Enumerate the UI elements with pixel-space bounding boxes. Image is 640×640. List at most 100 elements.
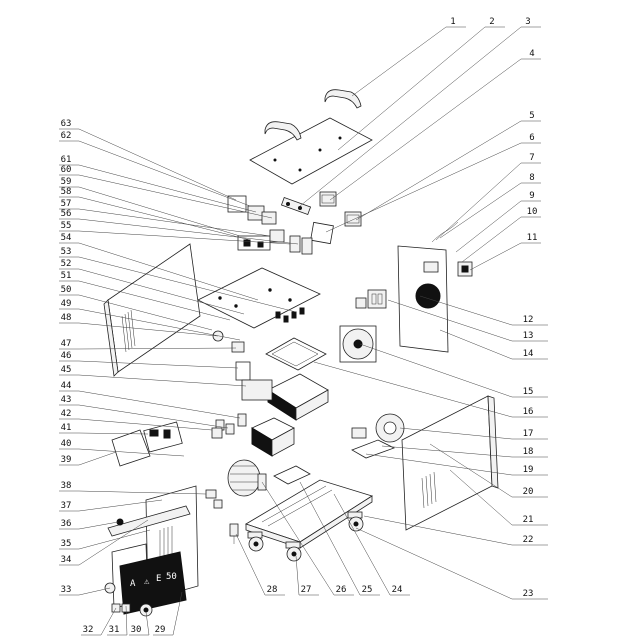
callout-53: 53 <box>59 247 297 313</box>
part-number-label: 34 <box>61 555 72 565</box>
leader-line <box>365 453 513 476</box>
leader-line <box>261 481 335 596</box>
callout-20: 20 <box>429 443 548 498</box>
main-control-board <box>197 267 321 329</box>
cooling-fan <box>339 325 377 363</box>
callout-28: 28 <box>235 533 285 596</box>
leader-line <box>78 404 229 429</box>
part-number-label: 31 <box>109 625 120 635</box>
transformer-small <box>319 191 337 207</box>
part-number-label: 12 <box>523 315 534 325</box>
part-number-label: 38 <box>61 481 72 491</box>
leader-line <box>439 329 513 360</box>
callout-60: 60 <box>59 165 273 219</box>
rectifier-bracket <box>280 196 312 216</box>
callout-2: 2 <box>337 17 505 151</box>
part-number-label: 56 <box>61 209 72 219</box>
leader-line <box>78 308 241 341</box>
callout-36: 36 <box>59 519 119 530</box>
leader-line <box>299 481 361 596</box>
part-number-label: 35 <box>61 539 72 549</box>
part-number-label: 49 <box>61 299 72 309</box>
callout-62: 62 <box>59 131 251 207</box>
callout-46: 46 <box>59 351 239 369</box>
part-number-label: 25 <box>362 585 373 595</box>
heatsink-upper <box>267 373 329 421</box>
part-number-label: 8 <box>529 173 534 183</box>
leader-line <box>78 490 207 495</box>
callout-10: 10 <box>461 207 541 263</box>
callout-25: 25 <box>299 481 380 596</box>
leader-line <box>78 519 149 566</box>
leader-line <box>172 591 183 636</box>
part-number-label: 60 <box>61 165 72 175</box>
rear-panel <box>397 245 449 353</box>
callout-47: 47 <box>59 339 237 350</box>
callout-59: 59 <box>59 177 241 237</box>
front-potentiometer <box>205 489 223 509</box>
callout-4: 4 <box>329 49 541 201</box>
callout-19: 19 <box>365 453 548 476</box>
leader-line <box>78 294 213 331</box>
callout-39: 39 <box>59 451 117 466</box>
part-number-label: 18 <box>523 447 534 457</box>
part-number-label: 63 <box>61 119 72 129</box>
main-transformer <box>227 459 267 497</box>
svg-text:⚠: ⚠ <box>144 577 150 587</box>
part-number-label: 27 <box>301 585 312 595</box>
leader-line <box>235 533 266 596</box>
leader-line <box>363 515 513 546</box>
part-number-label: 5 <box>529 111 534 121</box>
part-number-label: 11 <box>527 233 538 243</box>
part-number-label: 55 <box>61 221 72 231</box>
callout-38: 38 <box>59 481 207 495</box>
leader-line <box>78 218 299 245</box>
callout-61: 61 <box>59 155 257 213</box>
caster-wheel-front-left <box>247 531 264 552</box>
leader-line <box>337 26 486 151</box>
handle-rear <box>324 89 362 109</box>
leader-line <box>295 555 300 596</box>
leader-line <box>435 162 522 241</box>
right-vent-slots <box>421 471 437 509</box>
part-number-label: 39 <box>61 455 72 465</box>
current-transformer <box>351 413 405 443</box>
leader-line <box>78 418 213 431</box>
part-number-label: 21 <box>523 515 534 525</box>
callout-31: 31 <box>107 605 128 636</box>
mid-small-parts <box>211 330 273 439</box>
callout-37: 37 <box>59 499 163 512</box>
callout-42: 42 <box>59 409 213 431</box>
leader-line <box>78 432 149 435</box>
callout-23: 23 <box>355 527 548 600</box>
callout-52: 52 <box>59 259 245 315</box>
insulation-sheet <box>111 429 151 467</box>
leader-line <box>100 607 117 636</box>
callout-55: 55 <box>59 221 291 245</box>
leader-line <box>78 128 237 201</box>
part-number-label: 51 <box>61 271 72 281</box>
part-number-label: 30 <box>131 625 142 635</box>
part-number-label: 59 <box>61 177 72 187</box>
leader-line <box>78 587 111 596</box>
part-number-label: 33 <box>61 585 72 595</box>
output-terminal-plate <box>273 465 311 485</box>
part-number-label: 42 <box>61 409 72 419</box>
callout-26: 26 <box>261 481 354 596</box>
callout-3: 3 <box>299 17 541 207</box>
callout-40: 40 <box>59 439 185 457</box>
left-side-cover <box>103 243 201 377</box>
part-number-label: 10 <box>527 207 538 217</box>
leader-line <box>78 268 245 315</box>
part-number-label: 24 <box>392 585 403 595</box>
leader-line <box>78 322 219 337</box>
callout-32: 32 <box>81 607 117 636</box>
front-vent-slots <box>159 526 173 560</box>
heatsink-lower <box>251 417 295 457</box>
part-number-label: 14 <box>523 349 534 359</box>
leader-line <box>78 174 273 219</box>
leader-line <box>78 196 251 241</box>
leader-line <box>419 295 513 326</box>
part-number-label: 17 <box>523 429 534 439</box>
